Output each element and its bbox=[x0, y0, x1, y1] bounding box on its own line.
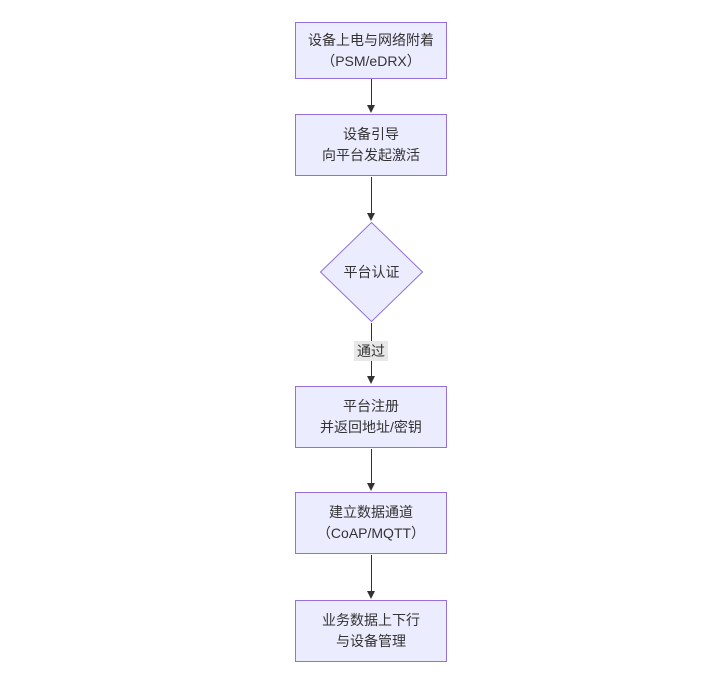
arrowhead-icon bbox=[367, 105, 375, 113]
arrow-shaft bbox=[371, 555, 372, 593]
node-platform-auth-decision: 平台认证 bbox=[320, 222, 423, 322]
arrow-register-to-channel bbox=[367, 449, 376, 491]
node-label-line: （CoAP/MQTT） bbox=[316, 525, 426, 541]
node-label-line: 并返回地址/密钥 bbox=[320, 419, 422, 435]
node-label-line: 建立数据通道 bbox=[329, 504, 413, 520]
node-label-line: （PSM/eDRX） bbox=[321, 52, 421, 69]
node-device-boot: 设备引导 向平台发起激活 bbox=[295, 114, 447, 176]
node-data-channel: 建立数据通道 （CoAP/MQTT） bbox=[295, 492, 447, 554]
node-label-line: 向平台发起激活 bbox=[322, 147, 420, 163]
arrowhead-icon bbox=[367, 213, 375, 221]
arrow-shaft bbox=[371, 449, 372, 485]
node-label-line: 设备引导 bbox=[343, 126, 399, 142]
node-label-line: 平台注册 bbox=[343, 398, 399, 414]
node-label-line: 设备上电与网络附着 bbox=[308, 31, 434, 48]
edge-label-pass: 通过 bbox=[354, 341, 388, 361]
node-label-line: 平台认证 bbox=[343, 264, 400, 280]
arrow-shaft bbox=[371, 177, 372, 215]
diamond-shape-icon bbox=[320, 222, 423, 322]
node-label-line: 与设备管理 bbox=[336, 633, 406, 649]
node-power-network-attach: 设备上电与网络附着 （PSM/eDRX） bbox=[295, 22, 447, 79]
arrowhead-icon bbox=[367, 376, 375, 384]
arrow-channel-to-business bbox=[367, 555, 376, 599]
node-business-data: 业务数据上下行 与设备管理 bbox=[295, 600, 447, 662]
arrowhead-icon bbox=[367, 483, 375, 491]
node-label-line: 业务数据上下行 bbox=[322, 612, 420, 628]
arrow-power-to-boot bbox=[367, 79, 376, 113]
arrowhead-icon bbox=[367, 591, 375, 599]
arrow-boot-to-auth bbox=[367, 177, 376, 221]
arrow-shaft bbox=[371, 79, 372, 107]
node-platform-register: 平台注册 并返回地址/密钥 bbox=[295, 386, 447, 448]
